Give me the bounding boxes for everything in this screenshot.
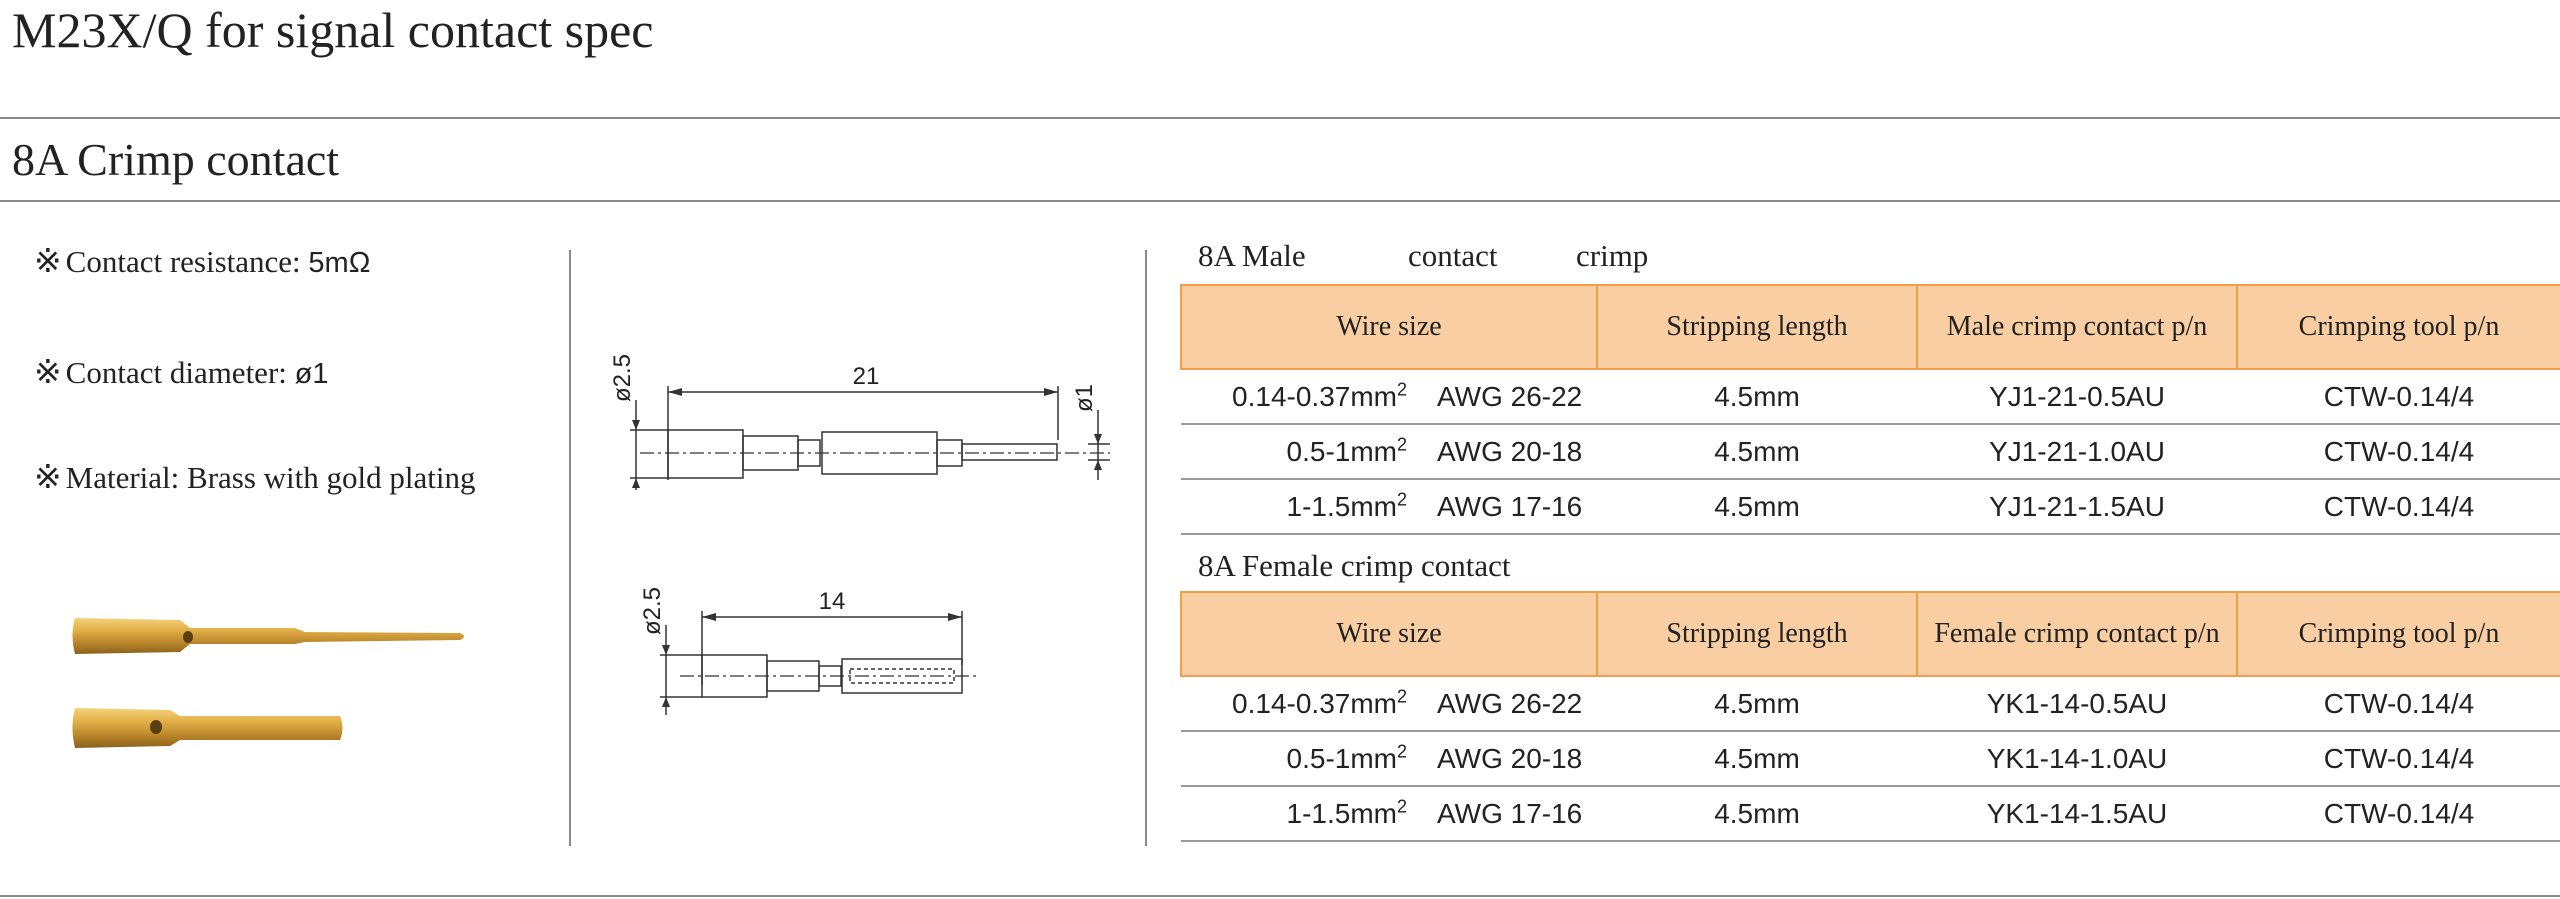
header-contact-pn: Male crimp contact p/n bbox=[1916, 284, 2238, 370]
header-stripping-length: Stripping length bbox=[1596, 591, 1918, 677]
male-contact-image bbox=[72, 618, 464, 654]
wire-size-cell: 1-1.5mm2 AWG 17-16 bbox=[1181, 479, 1597, 535]
caption-word: 8A Male bbox=[1198, 238, 1306, 273]
table-row: 0.14-0.37mm2 AWG 26-22 4.5mm YK1-14-0.5AU… bbox=[1181, 676, 2560, 732]
caption-word: crimp bbox=[1576, 238, 1649, 273]
title-divider bbox=[0, 117, 2560, 119]
header-tool-pn: Crimping tool p/n bbox=[2236, 591, 2560, 677]
tool-pn-cell: CTW-0.14/4 bbox=[2237, 424, 2560, 480]
tool-pn-cell: CTW-0.14/4 bbox=[2237, 676, 2560, 732]
wire-awg: AWG 26-22 bbox=[1437, 380, 1583, 412]
female-length-label: 14 bbox=[819, 588, 846, 615]
wire-sup: 2 bbox=[1396, 434, 1407, 455]
section-title: 8A Crimp contact bbox=[12, 134, 340, 185]
wire-mm: 1-1.5mm bbox=[1286, 797, 1397, 829]
contact-pn-cell: YK1-14-1.0AU bbox=[1917, 731, 2237, 787]
wire-size-cell: 0.5-1mm2 AWG 20-18 bbox=[1181, 731, 1597, 787]
spec-label: Contact resistance: bbox=[65, 244, 309, 279]
wire-mm: 0.14-0.37mm bbox=[1232, 380, 1397, 412]
caption-word: contact bbox=[1408, 238, 1498, 273]
wire-sup: 2 bbox=[1396, 796, 1407, 817]
female-contact-drawing: 14 ø2.5 bbox=[639, 587, 980, 715]
table-header-row: Wire size Stripping length Male crimp co… bbox=[1180, 284, 2560, 370]
contact-photo bbox=[72, 618, 464, 748]
male-dia-right-label: ø1 bbox=[1071, 384, 1098, 412]
contact-pn-cell: YJ1-21-1.0AU bbox=[1917, 424, 2237, 480]
contact-pn-cell: YK1-14-1.5AU bbox=[1917, 786, 2237, 842]
table-row: 1-1.5mm2 AWG 17-16 4.5mm YJ1-21-1.5AU CTW… bbox=[1181, 479, 2560, 535]
wire-size-cell: 0.14-0.37mm2 AWG 26-22 bbox=[1181, 369, 1597, 425]
table-row: 0.5-1mm2 AWG 20-18 4.5mm YJ1-21-1.0AU CTW… bbox=[1181, 424, 2560, 480]
spec-mark: ※ bbox=[34, 355, 62, 391]
contact-pn-cell: YJ1-21-1.5AU bbox=[1917, 479, 2237, 535]
female-contact-image bbox=[72, 708, 343, 748]
wire-awg: AWG 17-16 bbox=[1437, 490, 1583, 522]
section-divider bbox=[0, 200, 2560, 202]
stripping-cell: 4.5mm bbox=[1597, 731, 1917, 787]
table-row: 0.5-1mm2 AWG 20-18 4.5mm YK1-14-1.0AU CTW… bbox=[1181, 731, 2560, 787]
wire-mm: 0.14-0.37mm bbox=[1232, 687, 1397, 719]
wire-sup: 2 bbox=[1396, 741, 1407, 762]
stripping-cell: 4.5mm bbox=[1597, 424, 1917, 480]
female-table-caption: 8A Female crimp contact bbox=[1198, 548, 1511, 583]
spec-value: ø1 bbox=[294, 358, 329, 390]
column-divider-1 bbox=[569, 250, 571, 846]
spec-mark: ※ bbox=[34, 460, 62, 496]
stripping-cell: 4.5mm bbox=[1597, 676, 1917, 732]
male-contact-table: Wire size Stripping length Male crimp co… bbox=[1180, 284, 2560, 535]
bottom-divider bbox=[0, 895, 2560, 897]
header-stripping-length: Stripping length bbox=[1596, 284, 1918, 370]
table-row: 1-1.5mm2 AWG 17-16 4.5mm YK1-14-1.5AU CTW… bbox=[1181, 786, 2560, 842]
stripping-cell: 4.5mm bbox=[1597, 369, 1917, 425]
wire-size-cell: 0.14-0.37mm2 AWG 26-22 bbox=[1181, 676, 1597, 732]
tool-pn-cell: CTW-0.14/4 bbox=[2237, 369, 2560, 425]
spec-contact-resistance: ※Contact resistance: 5mΩ bbox=[34, 242, 370, 283]
wire-mm: 0.5-1mm bbox=[1286, 742, 1397, 774]
spec-mark: ※ bbox=[34, 244, 62, 280]
tool-pn-cell: CTW-0.14/4 bbox=[2237, 731, 2560, 787]
table-header-row: Wire size Stripping length Female crimp … bbox=[1180, 591, 2560, 677]
table-row: 0.14-0.37mm2 AWG 26-22 4.5mm YJ1-21-0.5AU… bbox=[1181, 369, 2560, 425]
stripping-cell: 4.5mm bbox=[1597, 479, 1917, 535]
wire-size-cell: 1-1.5mm2 AWG 17-16 bbox=[1181, 786, 1597, 842]
tool-pn-cell: CTW-0.14/4 bbox=[2237, 479, 2560, 535]
contact-pn-cell: YK1-14-0.5AU bbox=[1917, 676, 2237, 732]
male-length-label: 21 bbox=[853, 363, 880, 390]
contact-pn-cell: YJ1-21-0.5AU bbox=[1917, 369, 2237, 425]
spec-contact-diameter: ※Contact diameter: ø1 bbox=[34, 353, 328, 394]
wire-sup: 2 bbox=[1396, 686, 1407, 707]
header-tool-pn: Crimping tool p/n bbox=[2236, 284, 2560, 370]
male-table-caption: 8A Male contact crimp bbox=[1198, 236, 1648, 276]
header-wire-size: Wire size bbox=[1180, 284, 1598, 370]
wire-size-cell: 0.5-1mm2 AWG 20-18 bbox=[1181, 424, 1597, 480]
page-title: M23X/Q for signal contact spec bbox=[12, 2, 654, 58]
header-contact-pn: Female crimp contact p/n bbox=[1916, 591, 2238, 677]
female-contact-table: Wire size Stripping length Female crimp … bbox=[1180, 591, 2560, 842]
male-dia-left-label: ø2.5 bbox=[609, 354, 636, 402]
female-dia-left-label: ø2.5 bbox=[639, 587, 666, 635]
wire-awg: AWG 20-18 bbox=[1437, 742, 1583, 774]
wire-mm: 0.5-1mm bbox=[1286, 435, 1397, 467]
spec-label: Material: Brass with gold plating bbox=[65, 460, 476, 495]
column-divider-2 bbox=[1145, 250, 1147, 846]
header-wire-size: Wire size bbox=[1180, 591, 1598, 677]
wire-mm: 1-1.5mm bbox=[1286, 490, 1397, 522]
wire-sup: 2 bbox=[1396, 489, 1407, 510]
spec-label: Contact diameter: bbox=[65, 355, 295, 390]
spec-material: ※Material: Brass with gold plating bbox=[34, 458, 475, 498]
wire-awg: AWG 17-16 bbox=[1437, 797, 1583, 829]
wire-sup: 2 bbox=[1396, 379, 1407, 400]
wire-awg: AWG 20-18 bbox=[1437, 435, 1583, 467]
stripping-cell: 4.5mm bbox=[1597, 786, 1917, 842]
tool-pn-cell: CTW-0.14/4 bbox=[2237, 786, 2560, 842]
wire-awg: AWG 26-22 bbox=[1437, 687, 1583, 719]
spec-value: 5mΩ bbox=[308, 247, 371, 279]
male-contact-drawing: 21 ø2.5 ø1 bbox=[609, 354, 1110, 490]
